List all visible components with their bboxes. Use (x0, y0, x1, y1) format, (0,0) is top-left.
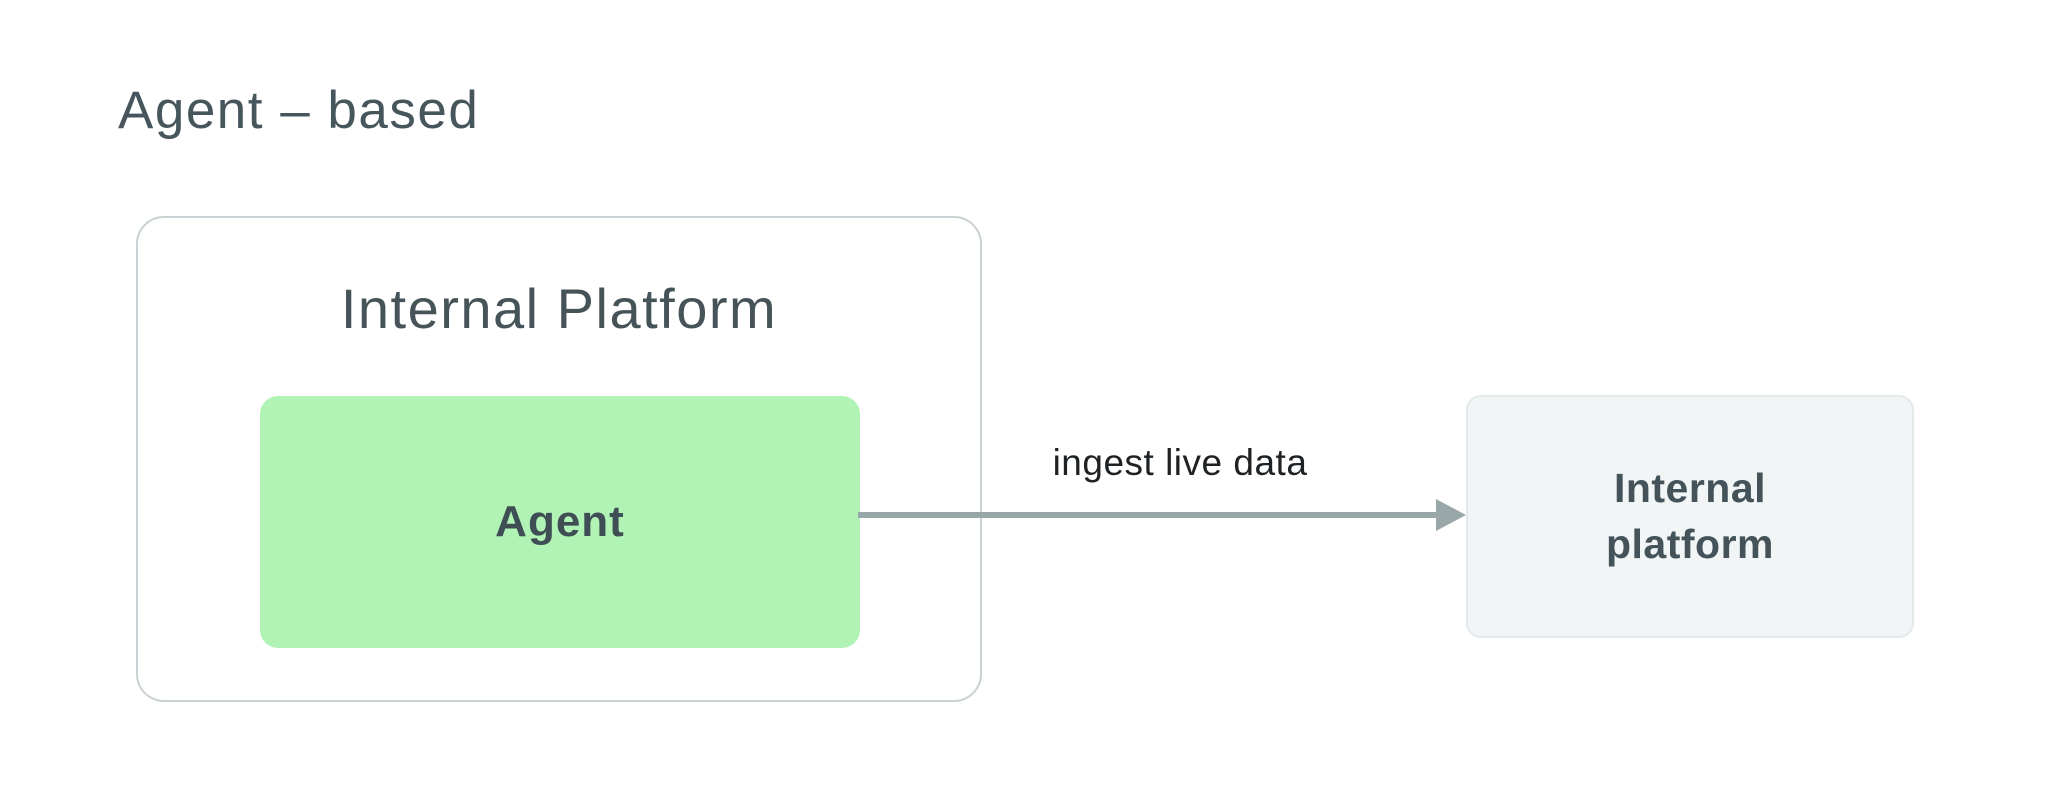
ingest-arrow-line (858, 512, 1438, 518)
internal-platform-node: Internal platform (1466, 395, 1914, 638)
internal-platform-container: Internal Platform Agent (136, 216, 982, 702)
agent-node: Agent (260, 396, 860, 648)
ingest-arrow-head-icon (1436, 499, 1466, 531)
arrow-label: ingest live data (1052, 442, 1308, 483)
agent-node-label: Agent (495, 497, 625, 546)
internal-platform-node-label: Internal platform (1606, 465, 1774, 567)
internal-platform-container-label: Internal Platform (340, 277, 778, 340)
diagram-title: Agent – based (118, 81, 480, 140)
